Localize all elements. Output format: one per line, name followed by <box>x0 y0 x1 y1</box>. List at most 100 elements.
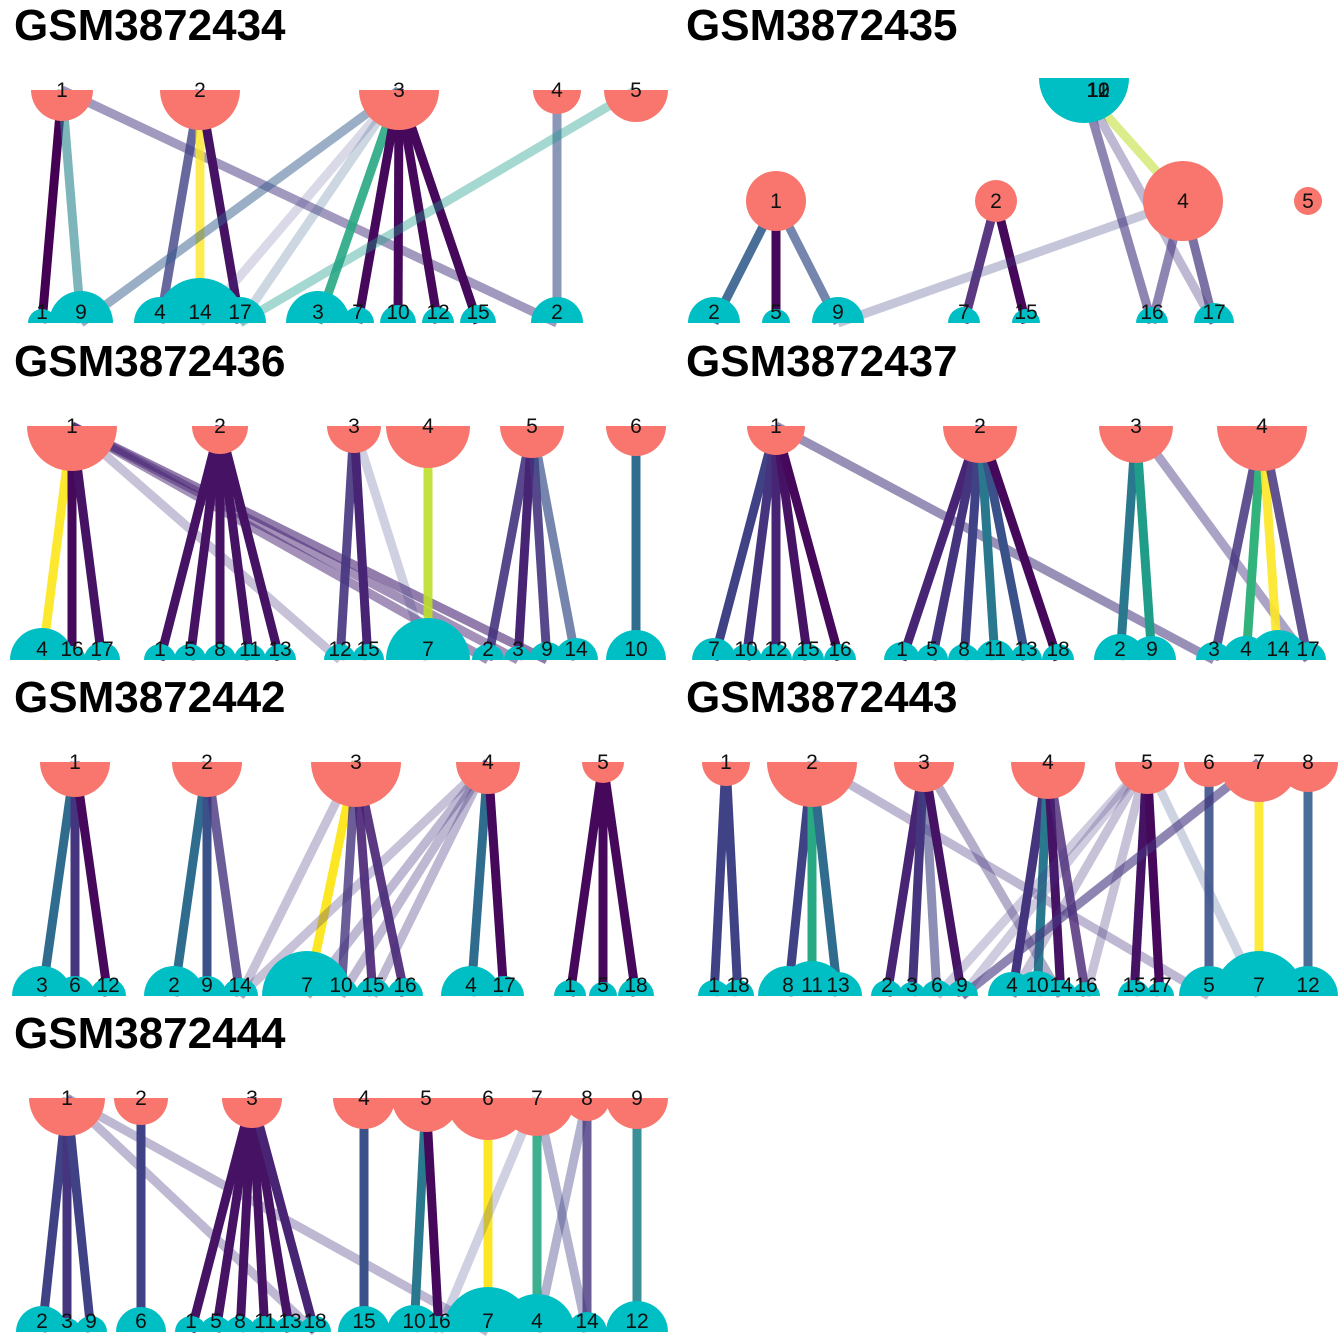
bottom-node-label: 17 <box>90 638 113 661</box>
bottom-node-16 <box>824 644 856 660</box>
bottom-node-label: 5 <box>597 974 609 997</box>
edge-3-12 <box>335 425 359 661</box>
edge-4-17 <box>483 761 509 997</box>
bottom-node-14 <box>567 1312 607 1332</box>
top-node-3 <box>894 762 954 792</box>
top-node-label: 3 <box>350 751 362 774</box>
top-node-label: 6 <box>482 1087 494 1110</box>
top-node-label: 1 <box>720 751 732 774</box>
bottom-node-2 <box>531 297 583 323</box>
edge-1-10 <box>741 425 781 661</box>
bottom-node-label: 8 <box>234 1310 246 1333</box>
panel-title: GSM3872434 <box>14 1 286 50</box>
bottom-node-label: 5 <box>210 1310 222 1333</box>
bottom-node-label: 15 <box>1122 974 1145 997</box>
bottom-node-label: 7 <box>352 301 364 324</box>
top-node-5 <box>604 90 668 122</box>
top-node-8 <box>564 1098 610 1121</box>
top-node-4 <box>533 90 581 114</box>
bottom-node-label: 6 <box>135 1310 147 1333</box>
bottom-node-5 <box>916 644 948 660</box>
bottom-node-17 <box>214 297 266 323</box>
edge-2-1 <box>155 424 225 662</box>
top-node-7 <box>499 1098 575 1136</box>
bottom-node-label: 9 <box>85 1310 97 1333</box>
bottom-node-2 <box>688 297 740 323</box>
top-node-label: 4 <box>1177 190 1189 213</box>
bottom-node-label: 12 <box>764 638 787 661</box>
top-node-label: 5 <box>1141 751 1153 774</box>
bottom-node-label: 3 <box>61 1310 73 1333</box>
top-node-1 <box>31 90 93 121</box>
bottom-node-14 <box>1045 980 1077 996</box>
bottom-node-7 <box>948 307 980 323</box>
bottom-node-6 <box>921 980 953 996</box>
bottom-node-label: 15 <box>466 301 489 324</box>
edge-4-10 <box>337 759 492 999</box>
bottom-node-17 <box>1146 982 1174 996</box>
edge-3-15 <box>349 425 373 661</box>
bottom-node-label: 12 <box>625 1310 648 1333</box>
bottom-node-label: 14 <box>228 974 252 997</box>
bottom-node-label: 15 <box>356 638 379 661</box>
top-node-label: 3 <box>918 751 930 774</box>
edge-1-1 <box>37 89 67 324</box>
top-node-label: 2 <box>214 415 226 438</box>
top-node-label: 4 <box>551 79 563 102</box>
top-node-label: 5 <box>630 79 642 102</box>
top-node-1 <box>29 1098 105 1136</box>
edge-4-14 <box>236 758 492 1000</box>
top-node-label: 8 <box>1302 751 1314 774</box>
overlap-node-label: 10 <box>1086 79 1109 102</box>
top-node-4 <box>333 1098 395 1129</box>
top-node-label: 4 <box>1256 415 1268 438</box>
bottom-node-label: 7 <box>301 974 313 997</box>
bottom-node-label: 4 <box>465 974 477 997</box>
top-node-label: 5 <box>1302 190 1314 213</box>
bottom-node-6 <box>55 976 95 996</box>
bottom-node-label: 15 <box>1014 301 1037 324</box>
edge-3-3 <box>313 88 404 325</box>
bottom-node-label: 14 <box>1049 974 1073 997</box>
panel-title: GSM3872437 <box>686 337 958 386</box>
edge-5-9 <box>527 425 552 661</box>
bottom-node-12 <box>1278 966 1338 996</box>
bottom-node-label: 3 <box>36 974 48 997</box>
top-node-label: 3 <box>393 79 405 102</box>
bottom-node-label: 13 <box>1014 638 1037 661</box>
top-node-5 <box>392 1098 460 1132</box>
bottom-node-label: 16 <box>60 638 83 661</box>
bottom-node-5 <box>762 309 790 323</box>
bottom-node-label: 1 <box>36 301 48 324</box>
bottom-node-15 <box>792 644 824 660</box>
bottom-node-3 <box>286 291 350 323</box>
bottom-node-12 <box>324 644 356 660</box>
edge-2-7 <box>959 199 1001 325</box>
bottom-node-label: 18 <box>624 974 647 997</box>
top-node-1 <box>746 171 806 231</box>
bottom-node-label: 1 <box>564 974 576 997</box>
top-node-2 <box>975 180 1017 222</box>
top-node-3 <box>311 762 401 807</box>
edge-1-12 <box>70 761 113 997</box>
overlap-node-label: 11 <box>1087 79 1109 102</box>
bottom-node-7 <box>386 618 470 660</box>
edge-1-16 <box>771 424 845 662</box>
bottom-node-label: 3 <box>312 301 324 324</box>
edge-5-16 <box>421 1097 444 1333</box>
bottom-node-18 <box>618 978 654 996</box>
overlap-node <box>1039 78 1129 123</box>
bottom-node-11 <box>975 640 1015 660</box>
bottom-node-label: 2 <box>551 301 563 324</box>
edge-1-7 <box>709 424 781 662</box>
bottom-node-8 <box>204 644 236 660</box>
bottom-node-label: 7 <box>422 638 434 661</box>
top-node-label: 1 <box>770 190 782 213</box>
